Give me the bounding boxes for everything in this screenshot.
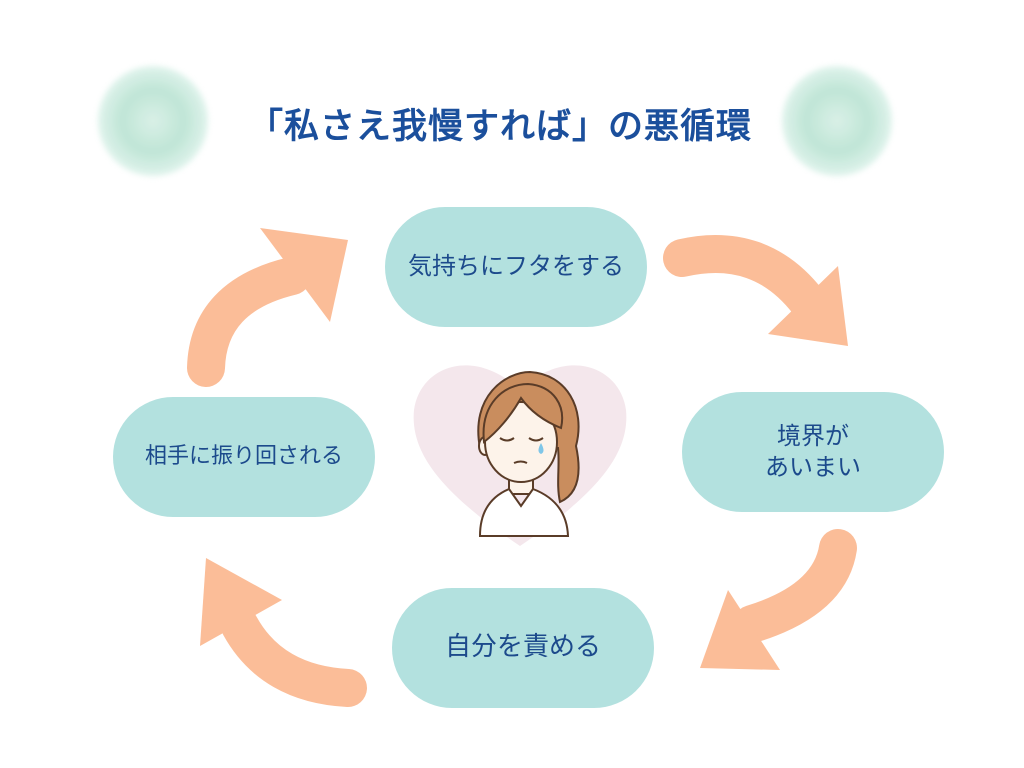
node-unclear-boundaries: 境界が あいまい <box>682 392 944 512</box>
arrow-bottom-to-left <box>200 558 367 707</box>
node-swayed-by-others: 相手に振り回される <box>113 397 375 517</box>
arrow-right-to-bottom <box>700 529 857 670</box>
decor-circle-right <box>782 66 892 176</box>
node-label: 相手に振り回される <box>144 443 343 469</box>
node-label-line-2: あいまい <box>765 453 861 481</box>
node-label-line-1: 境界が <box>777 421 849 450</box>
node-blame-self: 自分を責める <box>392 588 654 708</box>
node-suppress-feelings: 気持ちにフタをする <box>385 207 647 327</box>
arrow-left-to-top <box>187 228 348 387</box>
decor-circle-left <box>98 66 208 176</box>
node-label: 自分を責める <box>444 632 601 663</box>
crying-woman-icon <box>477 370 580 537</box>
arrow-top-to-right <box>663 234 848 346</box>
node-label: 気持ちにフタをする <box>408 252 624 281</box>
diagram-title: 「私さえ我慢すれば」の悪循環 <box>247 107 752 147</box>
